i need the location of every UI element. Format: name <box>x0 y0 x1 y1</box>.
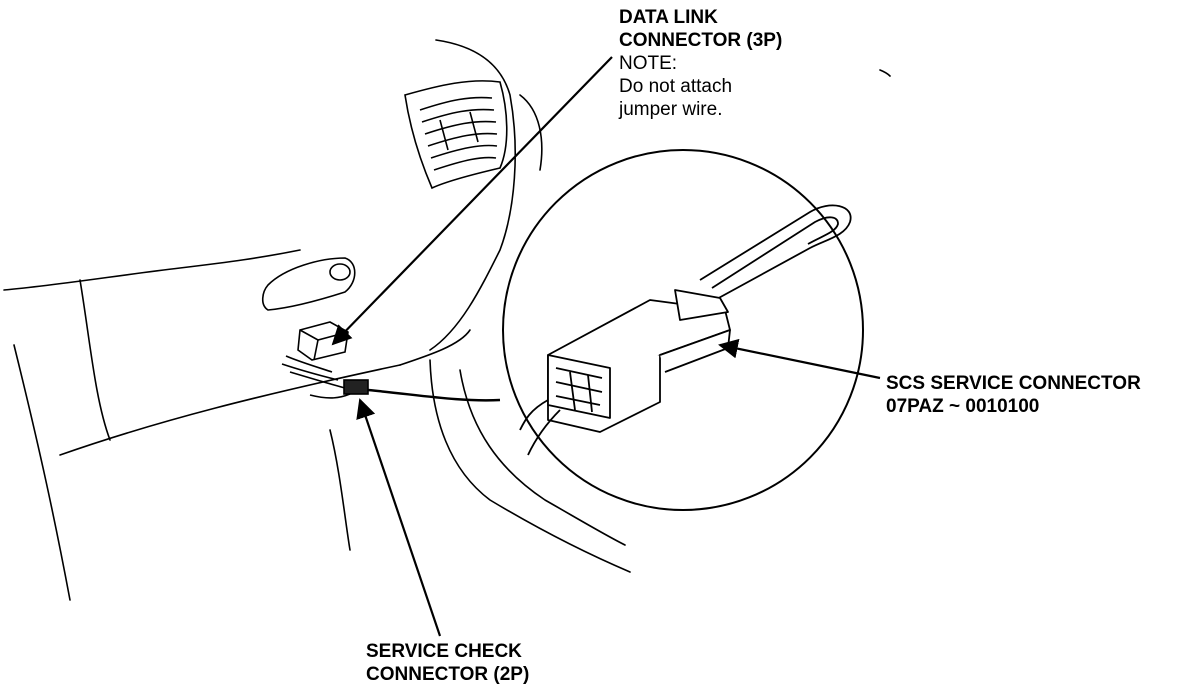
scs-connector-detail <box>519 204 852 456</box>
service-check-line2: CONNECTOR (2P) <box>366 664 530 685</box>
scs-service-connector-label: SCS SERVICE CONNECTOR 07PAZ ~ 0010100 <box>886 372 1141 418</box>
service-check-connector-small <box>309 379 501 402</box>
panel-recess <box>261 257 356 311</box>
data-link-title-line2: CONNECTOR (3P) <box>619 30 783 51</box>
dashboard-panel <box>3 39 891 601</box>
scs-leader <box>718 338 881 380</box>
scs-label-line1: SCS SERVICE CONNECTOR <box>886 373 1141 394</box>
detail-circle <box>502 149 864 511</box>
scs-label-line2: 07PAZ ~ 0010100 <box>886 396 1040 417</box>
data-link-connector-label: DATA LINK CONNECTOR (3P) NOTE: Do not at… <box>619 6 782 121</box>
note-heading: NOTE: <box>619 53 678 74</box>
note-line2: jumper wire. <box>619 99 723 120</box>
data-link-leader <box>331 56 613 346</box>
data-link-title-line1: DATA LINK <box>619 7 718 28</box>
note-line1: Do not attach <box>619 76 733 97</box>
service-check-line1: SERVICE CHECK <box>366 641 522 662</box>
service-check-connector-label: SERVICE CHECK CONNECTOR (2P) <box>366 640 529 686</box>
air-vent <box>404 80 508 190</box>
service-check-leader <box>356 398 442 637</box>
